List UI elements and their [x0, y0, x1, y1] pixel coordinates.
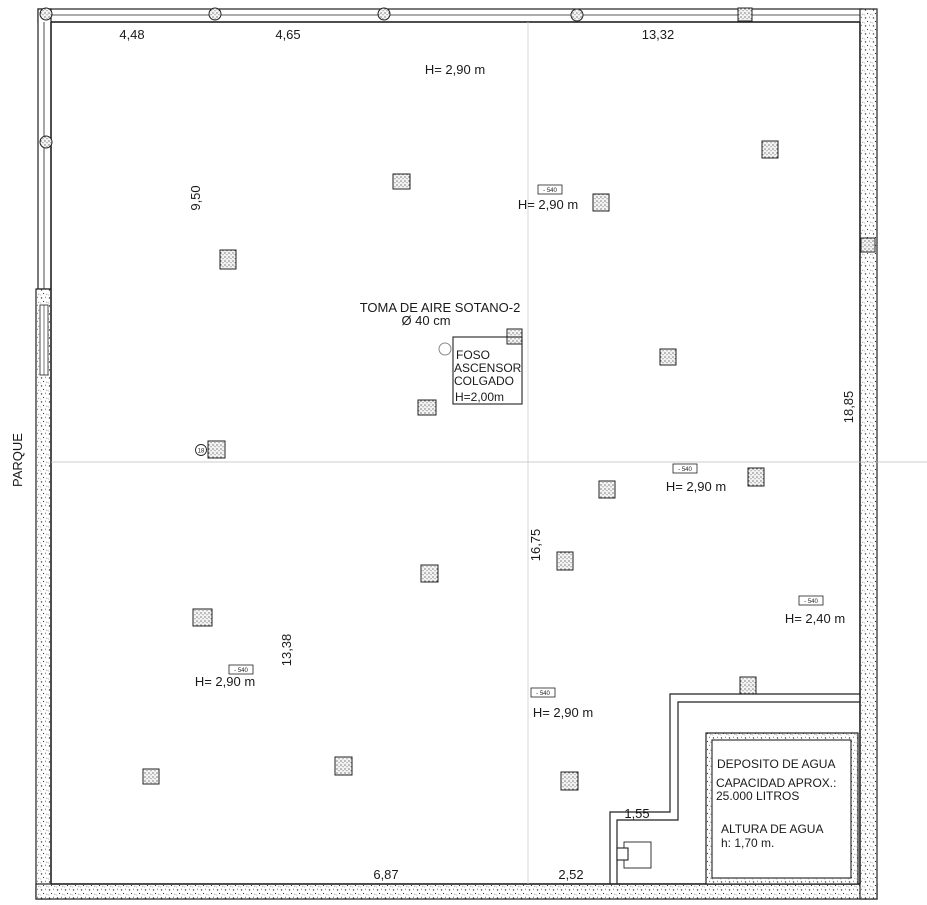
level-tag: - 540: [234, 668, 248, 674]
elevator-label-4: H=2,00m: [455, 390, 504, 404]
dimension-bottom-2: 2,52: [558, 867, 583, 882]
column: [598, 480, 616, 499]
wall-column: [39, 7, 53, 21]
dimension-top-3: 13,32: [642, 27, 675, 42]
wall-column: [208, 7, 222, 21]
level-tag: - 540: [543, 188, 557, 194]
column: [142, 768, 160, 785]
side-label-parque: PARQUE: [10, 433, 25, 487]
dimension-lower-left-vertical: 13,38: [279, 634, 294, 667]
column: [417, 399, 437, 416]
dimension-step: 1,55: [624, 806, 649, 821]
height-note: H= 2,90 m: [195, 674, 255, 689]
elevator-label-3: COLGADO: [454, 374, 514, 388]
tank-water-height-value: h: 1,70 m.: [721, 836, 774, 850]
column: [556, 551, 574, 571]
air-intake-diameter: Ø 40 cm: [401, 313, 450, 328]
column: [219, 249, 237, 270]
column: [659, 348, 677, 366]
elevator-pit: [452, 336, 523, 405]
dimension-bottom-1: 6,87: [373, 867, 398, 882]
column: [192, 608, 213, 627]
column: [420, 564, 439, 583]
elevator-label-1: FOSO: [456, 348, 490, 362]
height-note: H= 2,90 m: [533, 705, 593, 720]
level-tag: - 540: [804, 599, 818, 605]
level-tag-box: [228, 664, 254, 675]
dimension-left-vertical: 9,50: [188, 185, 203, 210]
wall-columns: [39, 7, 876, 253]
wall-column: [377, 7, 391, 21]
column: [592, 193, 610, 212]
column: [761, 140, 779, 159]
bottom-wall: [35, 883, 878, 900]
left-wall-upper: [37, 8, 52, 290]
dimension-top-1: 4,48: [119, 27, 144, 42]
walls: [35, 8, 878, 900]
column: [560, 771, 579, 791]
left-wall-lower: [35, 288, 52, 900]
air-intake-title: TOMA DE AIRE SOTANO-2: [360, 300, 521, 315]
column: [739, 676, 757, 695]
wall-column: [737, 7, 753, 22]
height-note: H= 2,90 m: [518, 197, 578, 212]
level-tag: - 540: [678, 467, 692, 473]
level-tag-box: [530, 687, 556, 698]
height-note: H= 2,90 m: [666, 479, 726, 494]
water-tank-enclosure: [609, 693, 860, 885]
tank-access-inner: [616, 847, 629, 861]
air-intake-marker: [438, 342, 452, 356]
level-tag-box: [798, 595, 824, 606]
level-tag-box: [672, 463, 698, 474]
column: [392, 173, 411, 190]
column: [334, 756, 353, 776]
column-tag-label: 18: [198, 448, 205, 454]
wall-column: [570, 8, 584, 22]
column: [747, 467, 765, 487]
tank-capacity-value: 25.000 LITROS: [716, 789, 799, 803]
wall-column: [39, 135, 53, 149]
right-wall: [859, 8, 878, 900]
column: [207, 440, 226, 459]
tank-title: DEPOSITO DE AGUA: [717, 757, 835, 771]
dimension-top-2: 4,65: [275, 27, 300, 42]
tank-water-height-label: ALTURA DE AGUA: [721, 822, 823, 836]
dimension-center-vertical: 16,75: [528, 529, 543, 562]
dimension-right-vertical: 18,85: [841, 391, 856, 424]
height-note: H= 2,90 m: [425, 62, 485, 77]
wall-column: [860, 237, 876, 253]
height-note: H= 2,40 m: [785, 611, 845, 626]
tank-capacity-label: CAPACIDAD APROX.:: [716, 776, 836, 790]
elevator-label-2: ASCENSOR: [454, 361, 522, 375]
level-tag: - 540: [536, 691, 550, 697]
level-tag-box: [537, 184, 563, 195]
column-tag-marker: [195, 444, 207, 456]
